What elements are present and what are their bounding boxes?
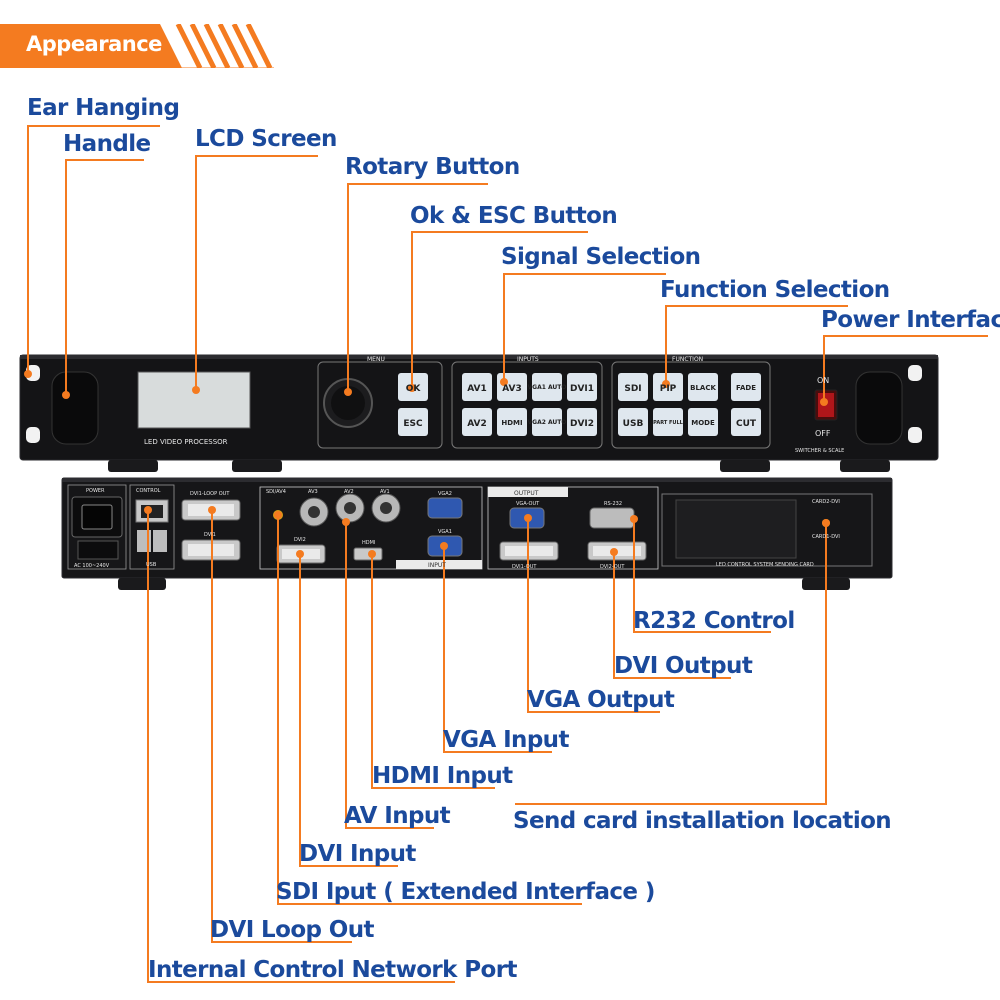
- av2-label: AV2: [344, 489, 354, 495]
- input-label: INPUT: [428, 562, 446, 569]
- input-button-3: VGA1 AUTO: [528, 384, 567, 391]
- callout-hdmi-input: HDMI Input: [372, 763, 513, 789]
- callout-dvi-loop-out: DVI Loop Out: [210, 917, 375, 943]
- output-label: OUTPUT: [514, 490, 539, 497]
- inputs-label: INPUTS: [517, 356, 539, 363]
- callout-handle: Handle: [63, 131, 151, 157]
- dvi2-label: DVI2: [294, 537, 306, 543]
- esc-button-label: ESC: [403, 419, 423, 429]
- title-banner: [0, 24, 274, 68]
- callout-function-selection: Function Selection: [660, 277, 890, 303]
- callout-power-interface: Power Interface: [821, 307, 1000, 333]
- callout-sdi-input: SDI Iput ( Extended Interface ): [276, 879, 655, 905]
- callout-signal-selection: Signal Selection: [501, 244, 701, 270]
- callout-dvi-input: DVI Input: [299, 841, 416, 867]
- ac-label: AC 100~240V: [74, 563, 110, 569]
- dvi1-out-label: DVI1-OUT: [512, 564, 537, 570]
- vga1-label: VGA1: [438, 529, 452, 535]
- menu-label: MENU: [367, 356, 385, 363]
- function-button-7: MODE: [691, 419, 715, 427]
- brand-label: SWITCHER & SCALE: [795, 448, 844, 454]
- function-button-8: CUT: [736, 419, 757, 429]
- hdmi-label: HDMI: [362, 540, 375, 546]
- sdi-av4-label: SDI/AV4: [266, 489, 286, 495]
- page-title: Appearance: [26, 32, 162, 56]
- callout-network-port: Internal Control Network Port: [148, 957, 517, 983]
- control-label: CONTROL: [136, 488, 161, 494]
- av1-label: AV1: [380, 489, 390, 495]
- sending-card-label: LED CONTROL SYSTEM SENDING CARD: [716, 562, 814, 568]
- callout-r232-control: R232 Control: [633, 608, 795, 634]
- rs232-label: RS-232: [604, 501, 622, 507]
- function-button-4: FADE: [736, 384, 756, 392]
- vga-out-label: VGA-OUT: [516, 501, 540, 507]
- function-label: FUNCTION: [672, 356, 703, 363]
- function-button-2: PIP: [660, 384, 677, 394]
- function-button-1: SDI: [624, 384, 641, 394]
- off-label: OFF: [815, 429, 831, 438]
- input-button-5: AV2: [467, 419, 487, 429]
- card1-label: CARD1-DVI: [812, 534, 840, 540]
- usb-label: USB: [146, 562, 157, 568]
- callout-send-card: Send card installation location: [513, 808, 892, 834]
- input-button-7: VGA2 AUTO: [528, 419, 567, 426]
- callout-dvi-output: DVI Output: [614, 653, 753, 679]
- power-label: POWER: [86, 488, 105, 494]
- callout-av-input: AV Input: [344, 803, 451, 829]
- input-button-2: AV3: [502, 384, 522, 394]
- callout-lcd-screen: LCD Screen: [195, 126, 337, 152]
- input-button-6: HDMI: [501, 419, 522, 427]
- function-button-6: PART FULL: [653, 420, 684, 426]
- callout-vga-output: VGA Output: [527, 687, 675, 713]
- av3-label: AV3: [308, 489, 318, 495]
- input-button-1: AV1: [467, 384, 487, 394]
- function-button-5: USB: [623, 419, 644, 429]
- dvi1-label: DVI1: [204, 532, 216, 538]
- dvi2-out-label: DVI2-OUT: [600, 564, 625, 570]
- lcd-caption: LED VIDEO PROCESSOR: [144, 438, 228, 446]
- callout-ear-hanging: Ear Hanging: [27, 95, 180, 121]
- dvi1-loop-label: DVI1-LOOP OUT: [190, 491, 230, 497]
- function-button-3: BLACK: [690, 384, 716, 392]
- callout-rotary-button: Rotary Button: [345, 154, 520, 180]
- on-label: ON: [817, 376, 829, 385]
- input-button-8: DVI2: [570, 419, 594, 429]
- card2-label: CARD2-DVI: [812, 499, 840, 505]
- callout-ok-esc-button: Ok & ESC Button: [410, 203, 618, 229]
- callout-vga-input: VGA Input: [443, 727, 569, 753]
- input-button-4: DVI1: [570, 384, 594, 394]
- vga2-label: VGA2: [438, 491, 452, 497]
- ok-button-label: OK: [406, 384, 422, 394]
